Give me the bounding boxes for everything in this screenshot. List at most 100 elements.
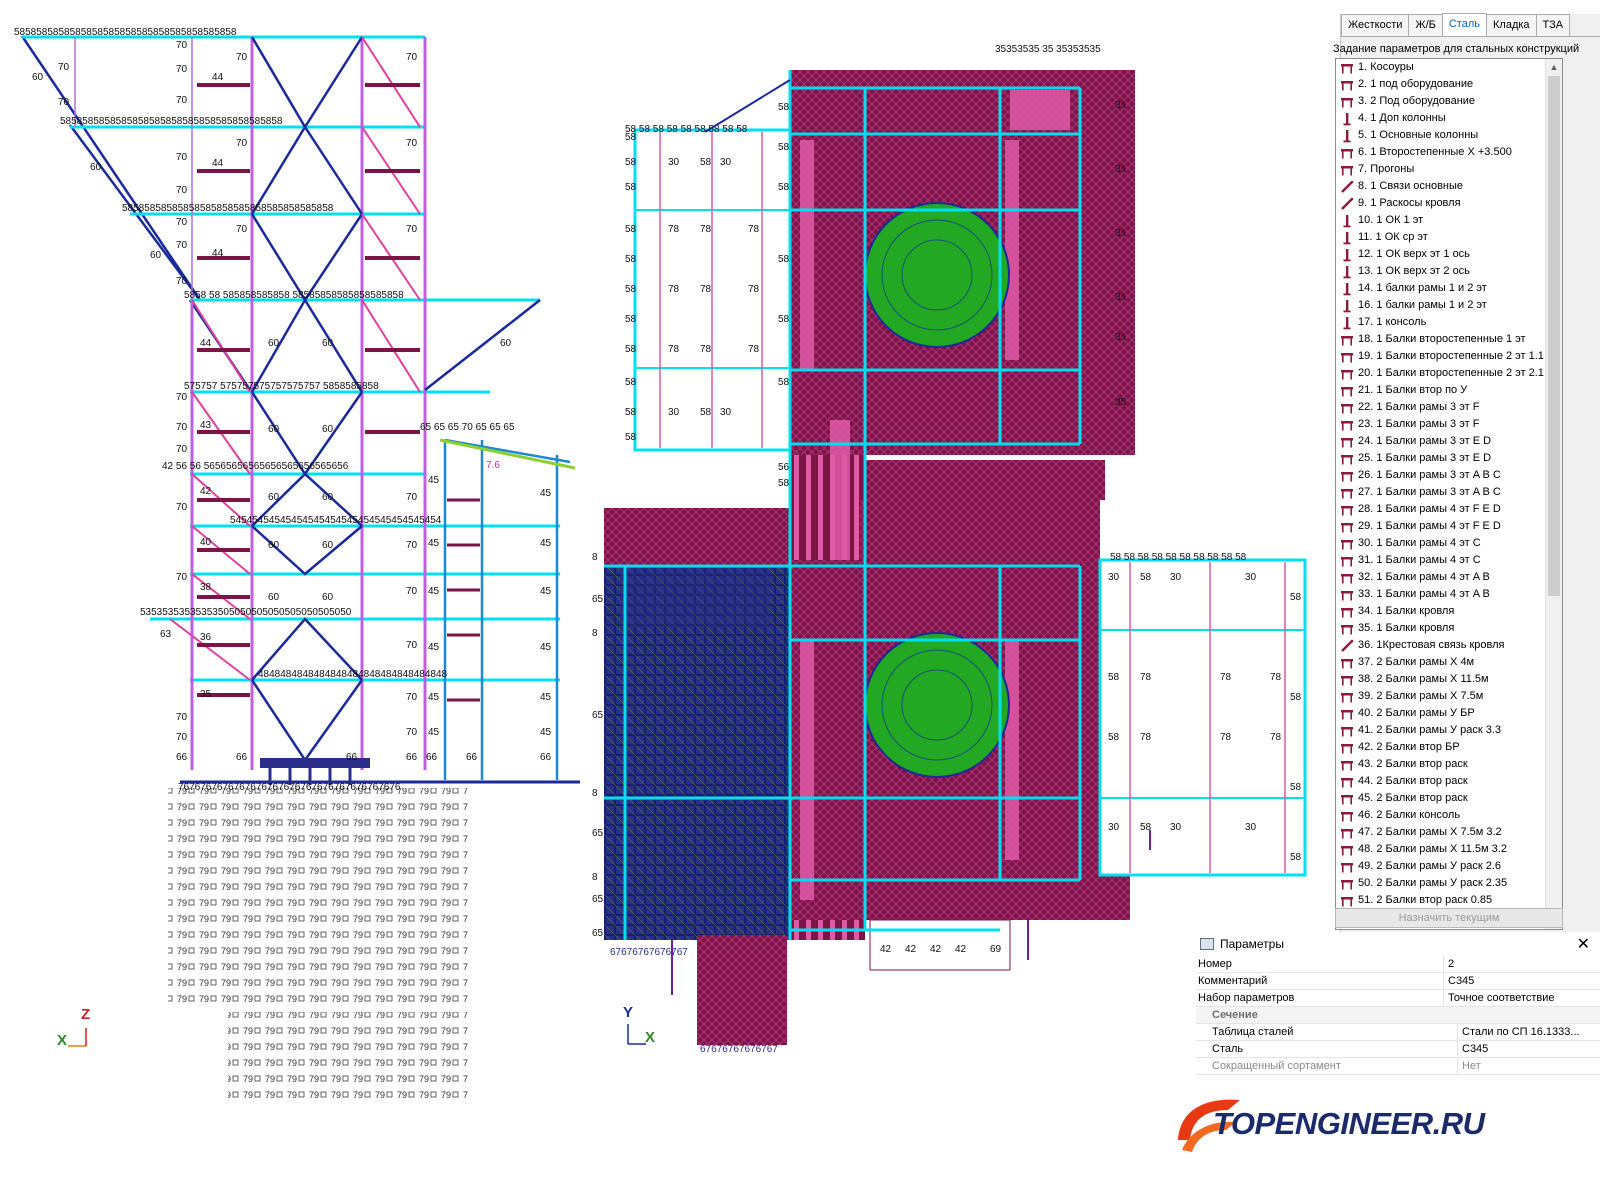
svg-text:58: 58	[778, 254, 790, 265]
param-row-steel[interactable]: Сталь С345	[1196, 1041, 1600, 1058]
list-item[interactable]: 32. 1 Балки рамы 4 эт A B	[1336, 569, 1546, 586]
beam-section-icon	[1340, 61, 1354, 75]
scroll-thumb[interactable]	[1548, 76, 1560, 596]
svg-text:78: 78	[748, 224, 760, 235]
param-value[interactable]: С345	[1462, 1043, 1489, 1055]
svg-text:42 56 56 565656565656565656565: 42 56 56 56565656565656565656565656	[162, 461, 349, 472]
list-item[interactable]: 40. 2 Балки рамы У БР	[1336, 705, 1546, 722]
list-item[interactable]: 28. 1 Балки рамы 4 эт F E D	[1336, 501, 1546, 518]
tab-masonry[interactable]: Кладка	[1486, 14, 1537, 36]
list-item[interactable]: 50. 2 Балки рамы У раск 2.35	[1336, 875, 1546, 892]
list-item[interactable]: 33. 1 Балки рамы 4 эт A B	[1336, 586, 1546, 603]
list-scrollbar[interactable]: ▲ ▼	[1545, 59, 1562, 929]
svg-text:35: 35	[200, 689, 212, 700]
list-item[interactable]: 51. 2 Балки втор раск 0.85	[1336, 892, 1546, 909]
list-item[interactable]: 7. Прогоны	[1336, 161, 1546, 178]
list-item[interactable]: 30. 1 Балки рамы 4 эт С	[1336, 535, 1546, 552]
list-item[interactable]: 12. 1 ОК верх эт 1 ось	[1336, 246, 1546, 263]
list-item[interactable]: 21. 1 Балки втор по У	[1336, 382, 1546, 399]
list-item[interactable]: 41. 2 Балки рамы У раск 3.3	[1336, 722, 1546, 739]
list-item[interactable]: 25. 1 Балки рамы 3 эт E D	[1336, 450, 1546, 467]
list-item[interactable]: 34. 1 Балки кровля	[1336, 603, 1546, 620]
list-item[interactable]: 44. 2 Балки втор раск	[1336, 773, 1546, 790]
svg-text:65: 65	[592, 594, 604, 605]
param-row-parameter-set[interactable]: Набор параметров Точное соответствие	[1196, 990, 1600, 1007]
list-item[interactable]: 2. 1 под оборудование	[1336, 76, 1546, 93]
list-item[interactable]: 18. 1 Балки второстепенные 1 эт	[1336, 331, 1546, 348]
list-item[interactable]: 49. 2 Балки рамы У раск 2.6	[1336, 858, 1546, 875]
brace-section-icon	[1340, 197, 1354, 211]
list-item[interactable]: 1. Косоуры	[1336, 59, 1546, 76]
param-value[interactable]: 2	[1448, 958, 1455, 970]
svg-text:5858 58 585858585858 585858585: 5858 58 585858585858 5858585858585858585…	[184, 290, 404, 301]
list-item[interactable]: 5. 1 Основные колонны	[1336, 127, 1546, 144]
list-item[interactable]: 14. 1 балки рамы 1 и 2 эт	[1336, 280, 1546, 297]
list-item[interactable]: 36. 1Крестовая связь кровля	[1336, 637, 1546, 654]
column-section-icon	[1340, 282, 1354, 296]
param-row-comment[interactable]: Комментарий С345	[1196, 973, 1600, 990]
list-item[interactable]: 47. 2 Балки рамы X 7.5м 3.2	[1336, 824, 1546, 841]
list-item[interactable]: 20. 1 Балки второстепенные 2 эт 2.1	[1336, 365, 1546, 382]
param-value[interactable]: Стали по СП 16.1333...	[1462, 1026, 1580, 1038]
list-item[interactable]: 19. 1 Балки второстепенные 2 эт 1.1	[1336, 348, 1546, 365]
list-item[interactable]: 46. 2 Балки консоль	[1336, 807, 1546, 824]
list-item[interactable]: 26. 1 Балки рамы 3 эт A B C	[1336, 467, 1546, 484]
param-row-number[interactable]: Номер 2	[1196, 956, 1600, 973]
param-value[interactable]: С345	[1448, 975, 1475, 987]
list-item[interactable]: 23. 1 Балки рамы 3 эт F	[1336, 416, 1546, 433]
list-item-label: 13. 1 ОК верх эт 2 ось	[1358, 265, 1470, 277]
list-item[interactable]: 24. 1 Балки рамы 3 эт E D	[1336, 433, 1546, 450]
list-item[interactable]: 38. 2 Балки рамы X 11.5м	[1336, 671, 1546, 688]
tab-stiffness[interactable]: Жесткости	[1341, 14, 1410, 36]
list-item[interactable]: 29. 1 Балки рамы 4 эт F E D	[1336, 518, 1546, 535]
assign-current-button[interactable]: Назначить текущим	[1335, 908, 1563, 928]
parameters-title: Параметры	[1220, 937, 1284, 951]
svg-text:58: 58	[625, 284, 637, 295]
list-item[interactable]: 45. 2 Балки втор раск	[1336, 790, 1546, 807]
list-item[interactable]: 31. 1 Балки рамы 4 эт С	[1336, 552, 1546, 569]
plan-axis-y-label: Y	[623, 1004, 634, 1021]
list-item[interactable]: 35. 1 Балки кровля	[1336, 620, 1546, 637]
scroll-up-icon[interactable]: ▲	[1549, 62, 1559, 72]
svg-text:58: 58	[1290, 592, 1302, 603]
param-row-steel-table[interactable]: Таблица сталей Стали по СП 16.1333...	[1196, 1024, 1600, 1041]
param-key: Набор параметров	[1196, 990, 1444, 1006]
list-item-label: 20. 1 Балки второстепенные 2 эт 2.1	[1358, 367, 1544, 379]
list-item[interactable]: 8. 1 Связи основные	[1336, 178, 1546, 195]
list-item-label: 9. 1 Раскосы кровля	[1358, 197, 1461, 209]
tab-reinforced-concrete[interactable]: Ж/Б	[1408, 14, 1443, 36]
param-section-header[interactable]: Сечение	[1196, 1007, 1600, 1024]
list-item[interactable]: 39. 2 Балки рамы X 7.5м	[1336, 688, 1546, 705]
svg-text:58: 58	[1140, 822, 1152, 833]
beam-section-icon	[1340, 860, 1354, 874]
svg-text:78: 78	[1140, 672, 1152, 683]
list-item[interactable]: 17. 1 консоль	[1336, 314, 1546, 331]
svg-text:58: 58	[625, 314, 637, 325]
model-canvas[interactable]: 79	[0, 0, 1340, 1200]
list-item[interactable]: 11. 1 ОК ср эт	[1336, 229, 1546, 246]
list-item[interactable]: 6. 1 Второстепенные X +3.500	[1336, 144, 1546, 161]
list-item[interactable]: 9. 1 Раскосы кровля	[1336, 195, 1546, 212]
list-item[interactable]: 13. 1 ОК верх эт 2 ось	[1336, 263, 1546, 280]
svg-text:78: 78	[668, 284, 680, 295]
svg-text:70: 70	[58, 62, 70, 73]
list-item[interactable]: 3. 2 Под оборудование	[1336, 93, 1546, 110]
svg-text:58: 58	[625, 182, 637, 193]
svg-text:30: 30	[1108, 822, 1120, 833]
param-value[interactable]: Точное соответствие	[1448, 992, 1555, 1004]
tab-tza[interactable]: ТЗА	[1535, 14, 1571, 36]
tab-steel[interactable]: Сталь	[1441, 13, 1487, 36]
list-item[interactable]: 10. 1 ОК 1 эт	[1336, 212, 1546, 229]
list-item-label: 26. 1 Балки рамы 3 эт A B C	[1358, 469, 1501, 481]
list-item[interactable]: 27. 1 Балки рамы 3 эт A B C	[1336, 484, 1546, 501]
list-item[interactable]: 37. 2 Балки рамы X 4м	[1336, 654, 1546, 671]
list-item[interactable]: 4. 1 Доп колонны	[1336, 110, 1546, 127]
list-item[interactable]: 16. 1 балки рамы 1 и 2 эт	[1336, 297, 1546, 314]
list-item[interactable]: 22. 1 Балки рамы 3 эт F	[1336, 399, 1546, 416]
list-item[interactable]: 48. 2 Балки рамы X 11.5м 3.2	[1336, 841, 1546, 858]
list-item[interactable]: 43. 2 Балки втор раск	[1336, 756, 1546, 773]
close-icon[interactable]: ✕	[1576, 936, 1590, 953]
svg-text:35: 35	[1115, 332, 1127, 343]
list-item[interactable]: 42. 2 Балки втор БР	[1336, 739, 1546, 756]
